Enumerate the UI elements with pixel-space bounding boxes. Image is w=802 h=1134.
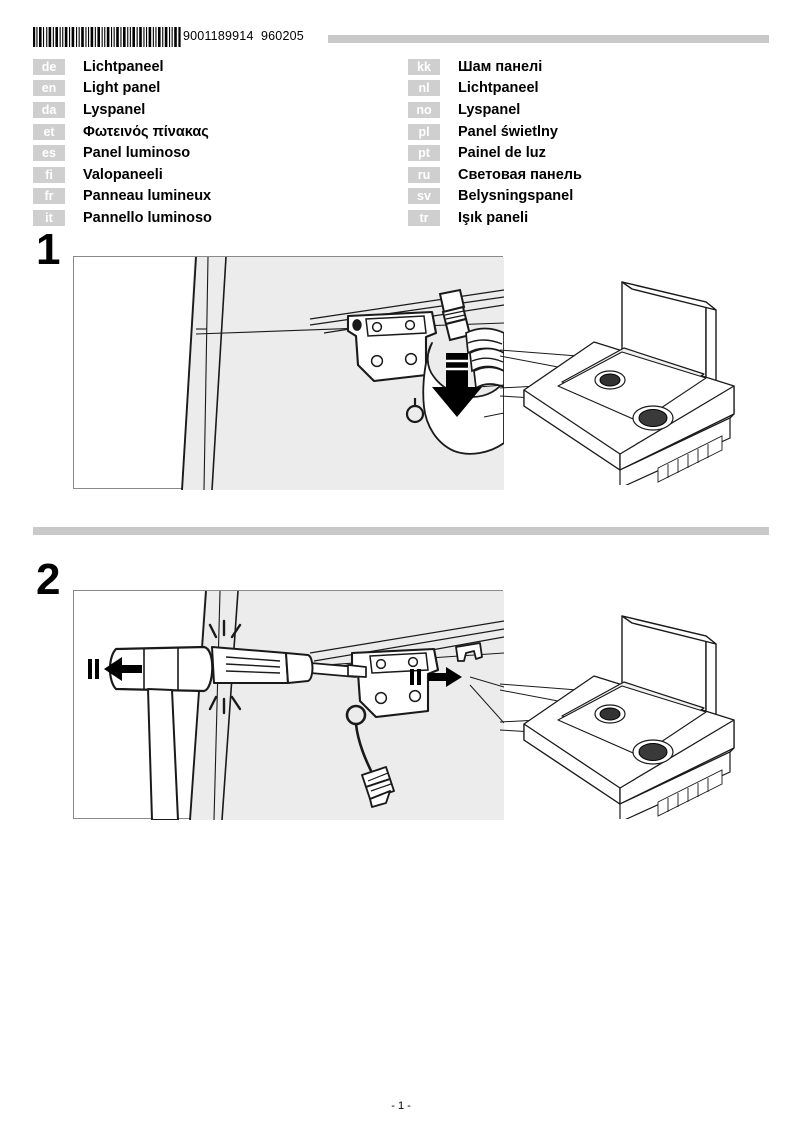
language-row: it Pannello luminoso — [33, 207, 363, 229]
language-title: Panel świetlny — [458, 123, 558, 140]
language-row: pl Panel świetlny — [408, 121, 738, 143]
language-row: fi Valopaneeli — [33, 164, 363, 186]
language-code-badge: en — [33, 80, 65, 97]
language-row: en Light panel — [33, 78, 363, 100]
language-code-badge: pl — [408, 123, 440, 140]
language-code-badge: ru — [408, 166, 440, 183]
cooktop-light-panel-icon-step-2 — [499, 615, 735, 819]
language-list-left: de Lichtpaneel en Light panel da Lyspane… — [33, 56, 363, 229]
language-code-badge: da — [33, 101, 65, 118]
language-row: et Φωτεινός πίνακας — [33, 121, 363, 143]
language-row: de Lichtpaneel — [33, 56, 363, 78]
language-code-badge: tr — [408, 209, 440, 226]
language-row: no Lyspanel — [408, 99, 738, 121]
language-row: pt Painel de luz — [408, 142, 738, 164]
step-2-illustration — [73, 590, 504, 820]
page-footer: - 1 - — [391, 1100, 411, 1112]
step-2-drawing — [88, 591, 504, 820]
language-title: Valopaneeli — [83, 166, 163, 183]
language-title: Light panel — [83, 80, 161, 97]
language-row: tr Işık paneli — [408, 207, 738, 229]
language-title: Işık paneli — [458, 209, 529, 226]
language-code-badge: et — [33, 123, 65, 140]
language-row: es Panel luminoso — [33, 142, 363, 164]
language-title: Шам панелі — [458, 58, 543, 75]
language-title: Световая панель — [458, 166, 582, 183]
document-header: 9001189914 960205 — [33, 27, 769, 49]
barcode-number: 9001189914 — [183, 29, 254, 43]
section-divider — [33, 527, 769, 535]
language-row: sv Belysningspanel — [408, 186, 738, 208]
language-row: ru Световая панель — [408, 164, 738, 186]
language-code-badge: nl — [408, 80, 440, 97]
header-rule — [328, 35, 769, 43]
language-code-badge: es — [33, 145, 65, 162]
language-title: Painel de luz — [458, 145, 546, 162]
language-title: Φωτεινός πίνακας — [83, 123, 209, 140]
language-code-badge: no — [408, 101, 440, 118]
document-code: 960205 — [261, 29, 304, 43]
language-code-badge: fr — [33, 188, 65, 205]
language-row: kk Шам панелі — [408, 56, 738, 78]
cooktop-light-panel-icon-step-1 — [499, 281, 735, 485]
language-title: Lyspanel — [83, 101, 146, 118]
language-code-badge: it — [33, 209, 65, 226]
step-number-2: 2 — [36, 555, 61, 604]
language-title: Lichtpaneel — [83, 58, 164, 75]
step-1-drawing — [181, 257, 504, 490]
language-code-badge: kk — [408, 58, 440, 75]
language-code-badge: fi — [33, 166, 65, 183]
step-number-1: 1 — [36, 225, 61, 274]
language-title: Panel luminoso — [83, 145, 191, 162]
step-1-illustration — [73, 256, 504, 490]
language-title: Lichtpaneel — [458, 80, 539, 97]
language-list-right: kk Шам панелі nl Lichtpaneel no Lyspanel… — [408, 56, 738, 229]
language-code-badge: pt — [408, 145, 440, 162]
barcode-icon — [33, 27, 181, 47]
language-title: Belysningspanel — [458, 188, 574, 205]
language-row: da Lyspanel — [33, 99, 363, 121]
language-row: fr Panneau lumineux — [33, 186, 363, 208]
language-title: Panneau lumineux — [83, 188, 212, 205]
language-row: nl Lichtpaneel — [408, 78, 738, 100]
language-title: Pannello luminoso — [83, 209, 212, 226]
language-code-badge: sv — [408, 188, 440, 205]
language-code-badge: de — [33, 58, 65, 75]
language-title: Lyspanel — [458, 101, 521, 118]
